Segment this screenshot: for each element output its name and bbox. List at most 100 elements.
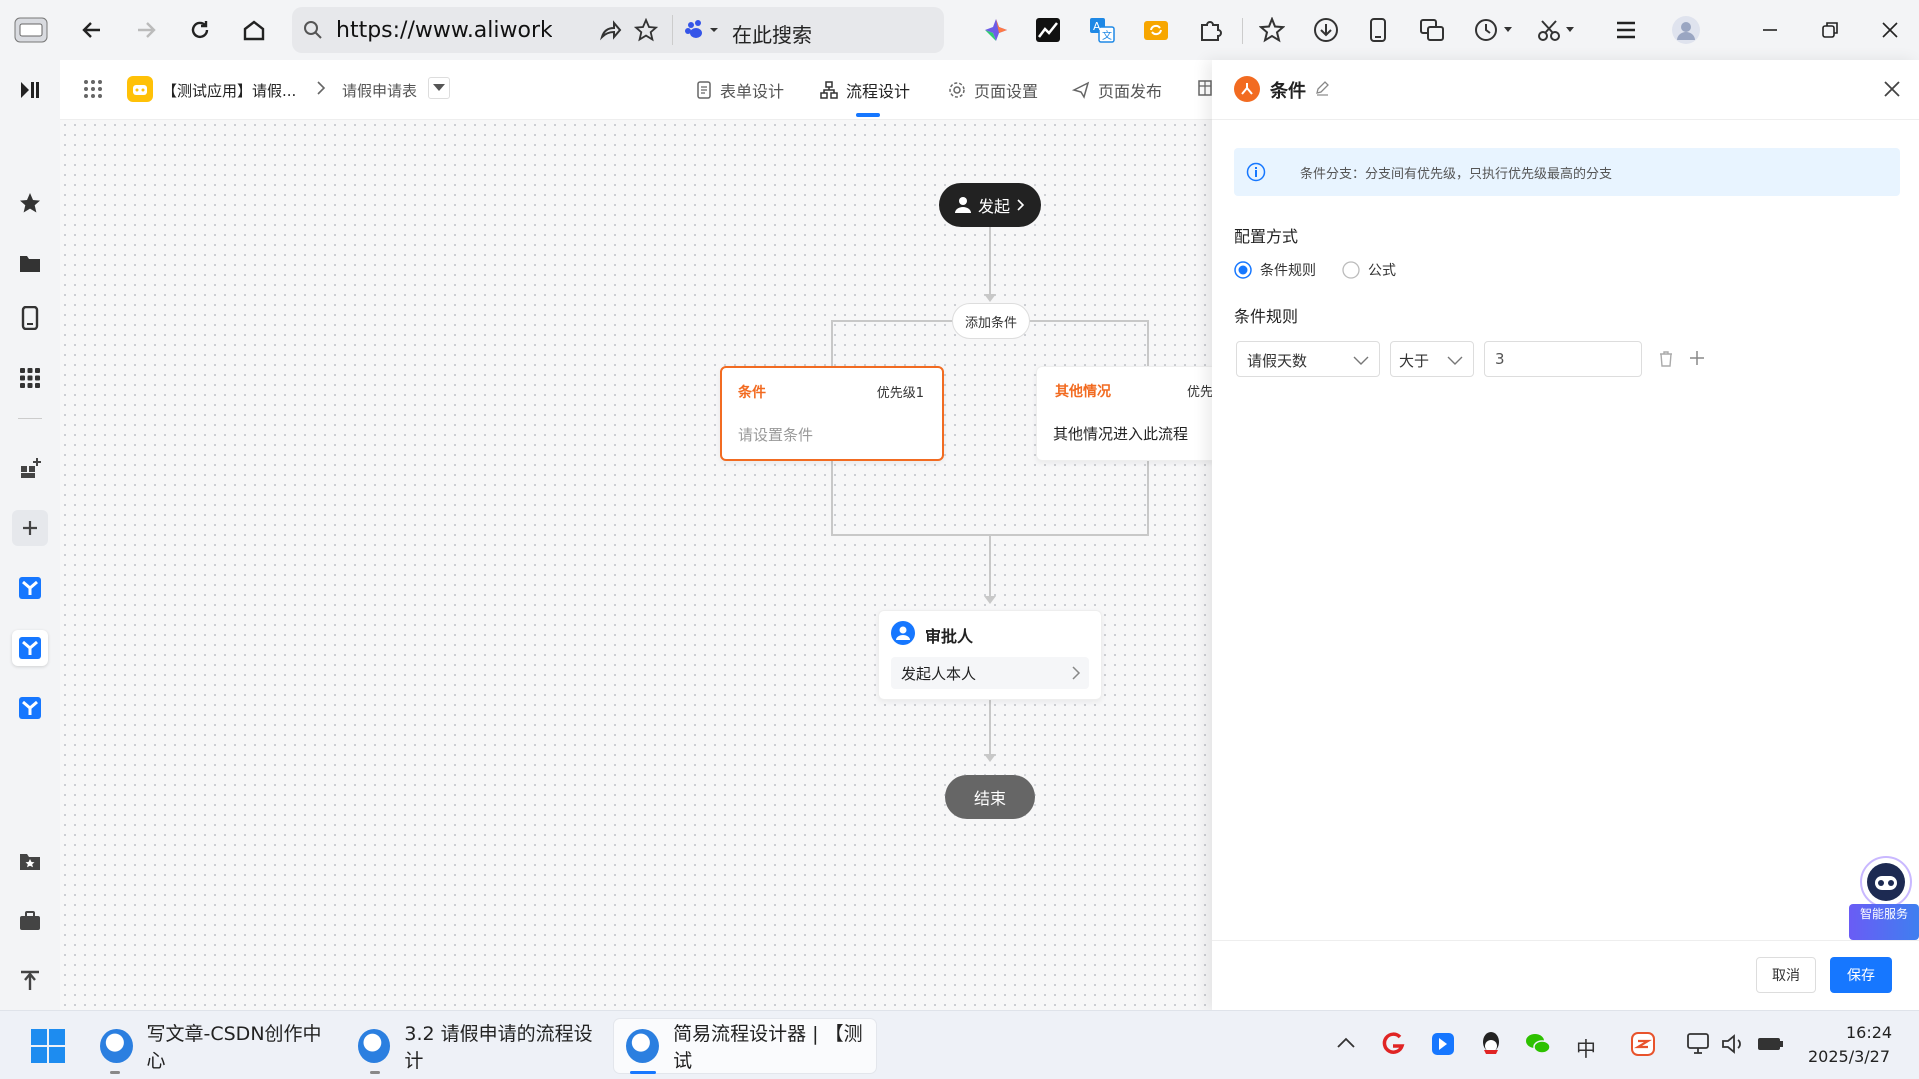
chevron-down-icon xyxy=(1447,354,1463,370)
taskbar-app-designer[interactable]: 简易流程设计器 | 【测试 xyxy=(614,1019,876,1073)
extensions-icon[interactable] xyxy=(1192,12,1228,48)
condition-settings-panel: 条件 条件分支：分支间有优先级，只执行优先级最高的分支 配置方式 条件规则 公式… xyxy=(1212,60,1919,1010)
close-icon[interactable] xyxy=(1882,79,1902,103)
start-label: 发起 xyxy=(977,197,1010,216)
stock-chart-icon[interactable] xyxy=(1030,12,1066,48)
home-icon[interactable] xyxy=(236,12,272,48)
start-node[interactable]: 发起 xyxy=(939,183,1041,227)
saved-folder-icon[interactable] xyxy=(12,843,48,879)
url-text[interactable]: https://www.aliwork.c xyxy=(336,18,552,43)
screenshot-scissors-icon[interactable] xyxy=(1534,12,1578,48)
add-condition-button[interactable]: 添加条件 xyxy=(952,303,1030,339)
table-icon[interactable] xyxy=(1198,80,1212,100)
other-condition-card[interactable]: 其他情况 优先 其他情况进入此流程 xyxy=(1036,366,1212,461)
rule-value: 3 xyxy=(1495,350,1505,368)
download-icon[interactable] xyxy=(1308,12,1344,48)
rules-label: 条件规则 xyxy=(1234,307,1299,326)
wps-icon[interactable] xyxy=(1630,1031,1656,1061)
window-switch-icon[interactable] xyxy=(1414,12,1450,48)
yida-app-icon[interactable] xyxy=(12,570,48,606)
breadcrumb-app[interactable]: 【测试应用】请假... xyxy=(162,82,297,100)
rule-field-select[interactable]: 请假天数 xyxy=(1236,341,1380,377)
sidebar-toggle-icon[interactable] xyxy=(12,72,48,108)
monitor-icon[interactable] xyxy=(1686,1031,1712,1061)
phone-icon[interactable] xyxy=(12,300,48,336)
tab-page-settings[interactable]: 页面设置 xyxy=(948,78,1038,102)
tab-flow-design[interactable]: 流程设计 xyxy=(820,78,910,102)
windows-start-icon[interactable] xyxy=(30,1028,66,1068)
restore-icon[interactable] xyxy=(1812,12,1848,48)
approver-icon xyxy=(891,621,915,649)
radio-formula[interactable]: 公式 xyxy=(1342,260,1396,280)
form-dropdown-icon[interactable] xyxy=(428,77,450,99)
condition-card[interactable]: 条件 优先级1 请设置条件 xyxy=(720,366,944,461)
yida-app-icon[interactable] xyxy=(12,690,48,726)
folder-icon[interactable] xyxy=(12,245,48,281)
window-close-icon[interactable] xyxy=(1872,12,1908,48)
history-icon[interactable] xyxy=(1472,12,1516,48)
approver-value: 发起人本人 xyxy=(901,665,977,683)
tab-form-design[interactable]: 表单设计 xyxy=(696,78,784,102)
gear-icon xyxy=(949,82,965,98)
battery-icon[interactable] xyxy=(1756,1033,1786,1059)
save-button[interactable]: 保存 xyxy=(1830,957,1892,993)
briefcase-icon[interactable] xyxy=(12,903,48,939)
tray-blue-app-icon[interactable] xyxy=(1430,1031,1456,1061)
favorites-star-icon[interactable] xyxy=(1254,12,1290,48)
bookmark-star-icon[interactable] xyxy=(633,17,659,46)
tab-label: 页面设置 xyxy=(974,82,1039,101)
divider xyxy=(672,15,673,45)
approver-value-box[interactable]: 发起人本人 xyxy=(891,657,1089,689)
forward-icon[interactable] xyxy=(128,12,164,48)
breadcrumb-form[interactable]: 请假申请表 xyxy=(342,82,418,100)
radio-checked-icon xyxy=(1234,261,1252,279)
wechat-icon[interactable] xyxy=(1524,1031,1552,1061)
smart-service-button[interactable]: 智能服务 xyxy=(1849,904,1919,940)
favorites-icon[interactable] xyxy=(12,185,48,221)
add-rule-icon[interactable] xyxy=(1688,349,1706,371)
share-icon[interactable] xyxy=(598,18,622,46)
active-indicator xyxy=(630,1071,656,1074)
ime-indicator[interactable]: 中 xyxy=(1576,1037,1596,1061)
chevron-up-icon[interactable] xyxy=(1336,1035,1356,1053)
taskbar-app-label: 简易流程设计器 | 【测试 xyxy=(673,1023,863,1072)
baidu-paw-icon[interactable] xyxy=(684,18,720,46)
sync-folder-icon[interactable] xyxy=(1138,12,1174,48)
edit-icon[interactable] xyxy=(1314,80,1330,100)
minimize-icon[interactable] xyxy=(1752,12,1788,48)
tab-label: 页面发布 xyxy=(1098,82,1163,101)
search-placeholder[interactable]: 在此搜索 xyxy=(732,23,812,47)
yida-app-icon[interactable] xyxy=(12,630,48,666)
ai-sparkle-icon[interactable] xyxy=(978,12,1014,48)
clock-time: 16:24 xyxy=(1846,1023,1893,1042)
robot-icon[interactable] xyxy=(1860,856,1912,908)
qq-icon[interactable] xyxy=(1478,1030,1504,1062)
radio-rule[interactable]: 条件规则 xyxy=(1234,260,1316,280)
rule-value-input[interactable]: 3 xyxy=(1484,341,1642,377)
add-icon[interactable] xyxy=(12,510,48,546)
back-icon[interactable] xyxy=(74,12,110,48)
flow-canvas[interactable]: 发起 添加条件 条件 优先级1 请设置条件 其他情况 优先 其他情况进入此流程 … xyxy=(60,120,1212,1010)
tray-red-app-icon[interactable] xyxy=(1380,1031,1406,1061)
browser-logo-icon[interactable] xyxy=(12,12,50,48)
reload-icon[interactable] xyxy=(182,12,218,48)
cancel-button[interactable]: 取消 xyxy=(1756,957,1816,993)
volume-icon[interactable] xyxy=(1720,1032,1746,1060)
info-alert: 条件分支：分支间有优先级，只执行优先级最高的分支 xyxy=(1234,148,1900,196)
app-launcher-icon[interactable] xyxy=(82,78,104,104)
menu-icon[interactable] xyxy=(1608,12,1644,48)
pin-icon[interactable] xyxy=(12,962,48,998)
search-icon xyxy=(302,19,324,45)
tab-page-publish[interactable]: 页面发布 xyxy=(1072,78,1162,102)
rule-operator-select[interactable]: 大于 xyxy=(1390,341,1474,377)
taskbar-app-csdn[interactable]: 写文章-CSDN创作中心 xyxy=(88,1019,332,1073)
delete-rule-icon[interactable] xyxy=(1658,350,1674,372)
apps-grid-icon[interactable] xyxy=(12,360,48,396)
approver-card[interactable]: 审批人 发起人本人 xyxy=(878,610,1102,700)
mobile-icon[interactable] xyxy=(1360,12,1396,48)
address-bar[interactable]: https://www.aliwork.c 在此搜索 xyxy=(292,7,944,53)
avatar[interactable] xyxy=(1668,12,1704,48)
add-widget-icon[interactable] xyxy=(12,450,48,486)
taskbar-app-flow-design[interactable]: 3.2 请假申请的流程设计 xyxy=(346,1019,602,1073)
